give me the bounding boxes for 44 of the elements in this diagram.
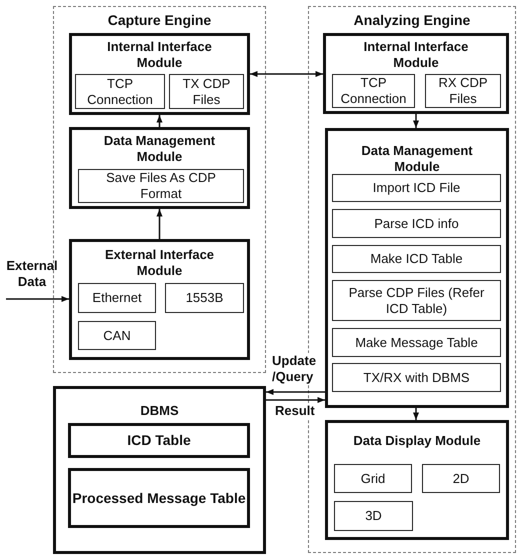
module-box: [325, 420, 509, 540]
module-box: [69, 239, 250, 360]
function-box: Parse ICD info: [332, 209, 501, 238]
module-box: [69, 127, 250, 209]
function-box: 1553B: [165, 283, 244, 313]
function-box: Make Message Table: [332, 328, 501, 357]
module-title: DBMS: [139, 403, 180, 419]
arrow: [250, 71, 323, 77]
function-box: Save Files As CDP Format: [78, 169, 244, 203]
module-title: Data Management Module: [360, 143, 474, 174]
arrow: [266, 389, 325, 395]
function-box: Import ICD File: [332, 174, 501, 202]
arrow: [156, 115, 162, 127]
group-title: Capture Engine: [106, 12, 212, 29]
table-box: ICD Table: [68, 423, 250, 458]
function-box: TX CDP Files: [169, 74, 244, 109]
function-box: Ethernet: [78, 283, 156, 313]
module-title: External Interface Module: [104, 247, 216, 278]
arrow: [413, 408, 419, 420]
function-box: 3D: [334, 501, 413, 531]
module-title: Data Management Module: [102, 133, 216, 164]
function-box: TCP Connection: [332, 74, 415, 108]
input-label: External Data: [0, 258, 64, 299]
module-box: [323, 33, 509, 114]
function-box: 2D: [422, 464, 500, 493]
module-title: Internal Interface Module: [362, 39, 470, 70]
module-box: [53, 386, 266, 554]
arrow: [413, 114, 419, 128]
group-title: Analyzing Engine: [352, 12, 472, 29]
function-box: Make ICD Table: [332, 245, 501, 273]
module-box: [69, 33, 250, 115]
arrow: [156, 209, 162, 239]
function-box: RX CDP Files: [425, 74, 501, 108]
module-box: [325, 128, 509, 408]
function-box: Parse CDP Files (Refer ICD Table): [332, 280, 501, 321]
function-box: CAN: [78, 321, 156, 350]
arrow: [6, 296, 69, 302]
function-box: TX/RX with DBMS: [332, 363, 501, 392]
module-title: Internal Interface Module: [106, 39, 213, 70]
module-title: Data Display Module: [352, 433, 482, 449]
function-box: TCP Connection: [75, 74, 165, 109]
table-box: Processed Message Table: [68, 468, 250, 528]
arrow: [266, 397, 325, 403]
function-box: Grid: [334, 464, 412, 493]
